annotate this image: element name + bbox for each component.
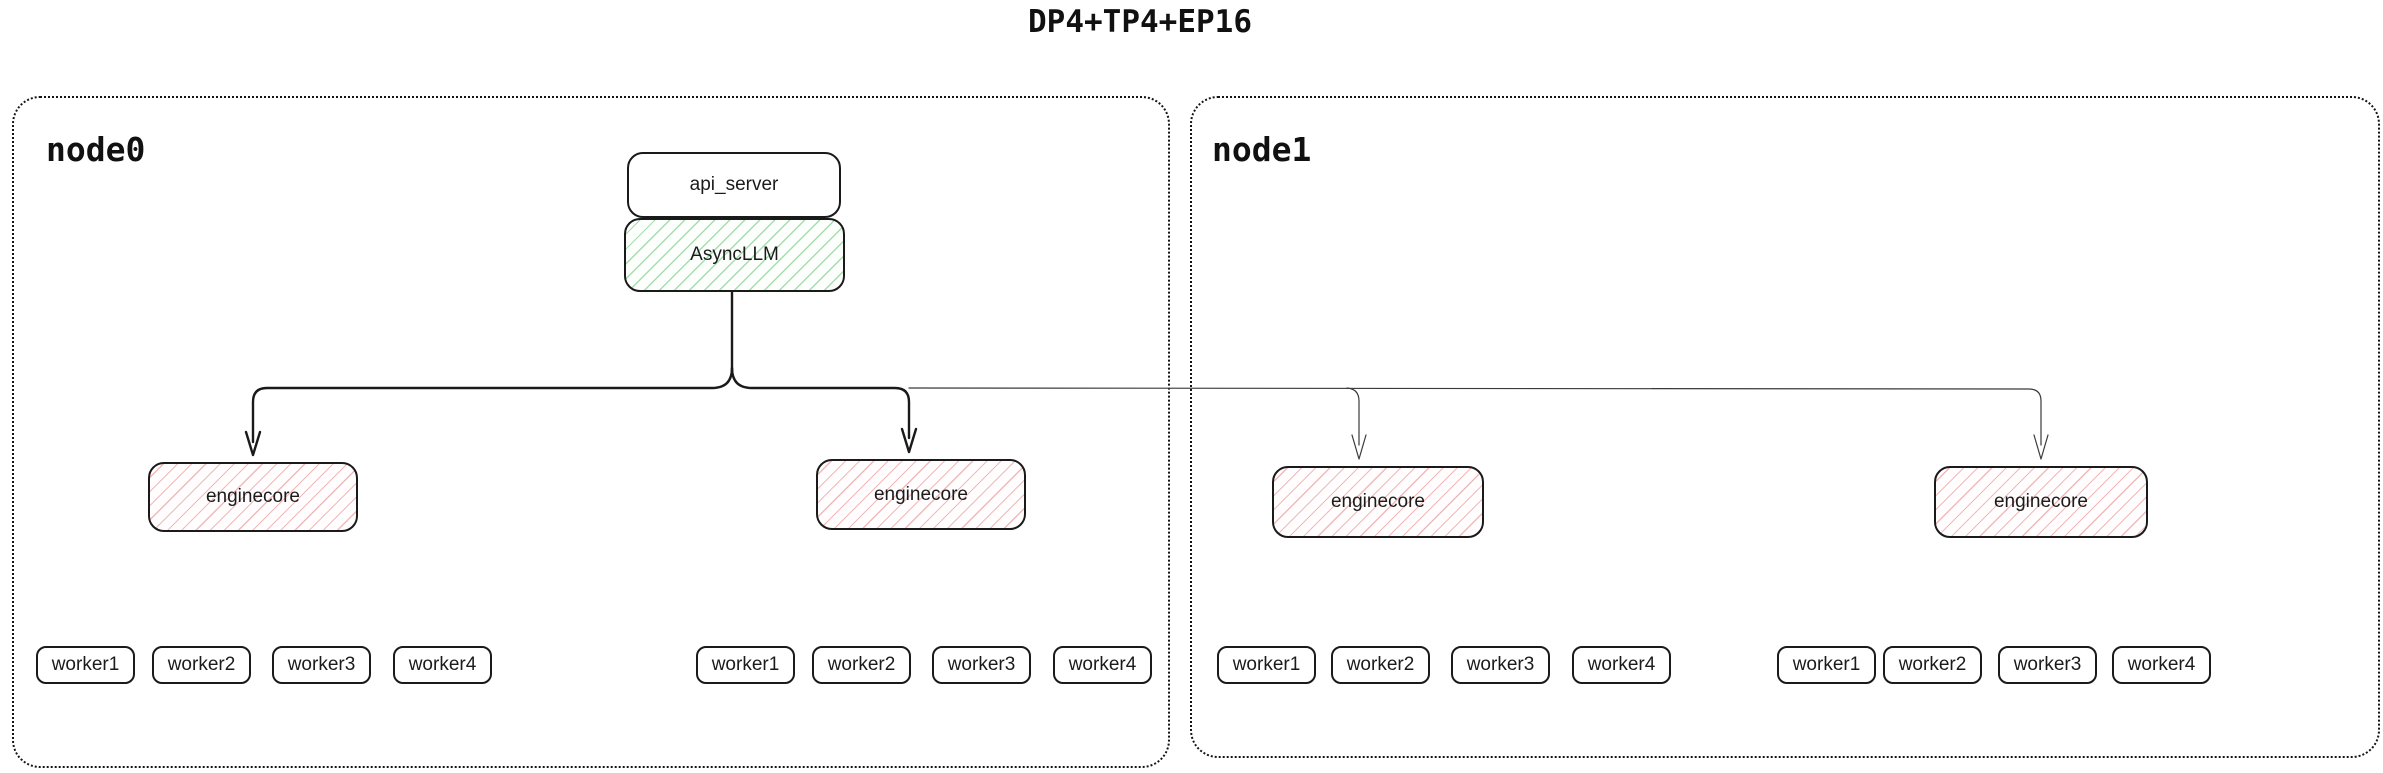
enginecore-box-node1-1: enginecore: [1272, 466, 1484, 538]
worker-box: worker3: [932, 646, 1031, 684]
worker-box: worker4: [393, 646, 492, 684]
worker-box: worker1: [36, 646, 135, 684]
api-server-box: api_server: [627, 152, 841, 218]
worker-box: worker4: [2112, 646, 2211, 684]
worker-box: worker4: [1053, 646, 1152, 684]
worker-box: worker1: [696, 646, 795, 684]
node1-label: node1: [1212, 130, 1312, 169]
worker-box: worker3: [1998, 646, 2097, 684]
async-llm-box: AsyncLLM: [624, 218, 845, 292]
worker-box: worker2: [812, 646, 911, 684]
worker-box: worker4: [1572, 646, 1671, 684]
enginecore-box-node1-2: enginecore: [1934, 466, 2148, 538]
diagram-title: DP4+TP4+EP16: [1028, 4, 1252, 40]
worker-box: worker2: [152, 646, 251, 684]
worker-box: worker1: [1217, 646, 1316, 684]
worker-box: worker3: [272, 646, 371, 684]
enginecore-box-node0-2: enginecore: [816, 459, 1026, 530]
enginecore-box-node0-1: enginecore: [148, 462, 358, 532]
worker-box: worker1: [1777, 646, 1876, 684]
worker-box: worker3: [1451, 646, 1550, 684]
worker-box: worker2: [1883, 646, 1982, 684]
worker-box: worker2: [1331, 646, 1430, 684]
node0-label: node0: [46, 130, 146, 169]
